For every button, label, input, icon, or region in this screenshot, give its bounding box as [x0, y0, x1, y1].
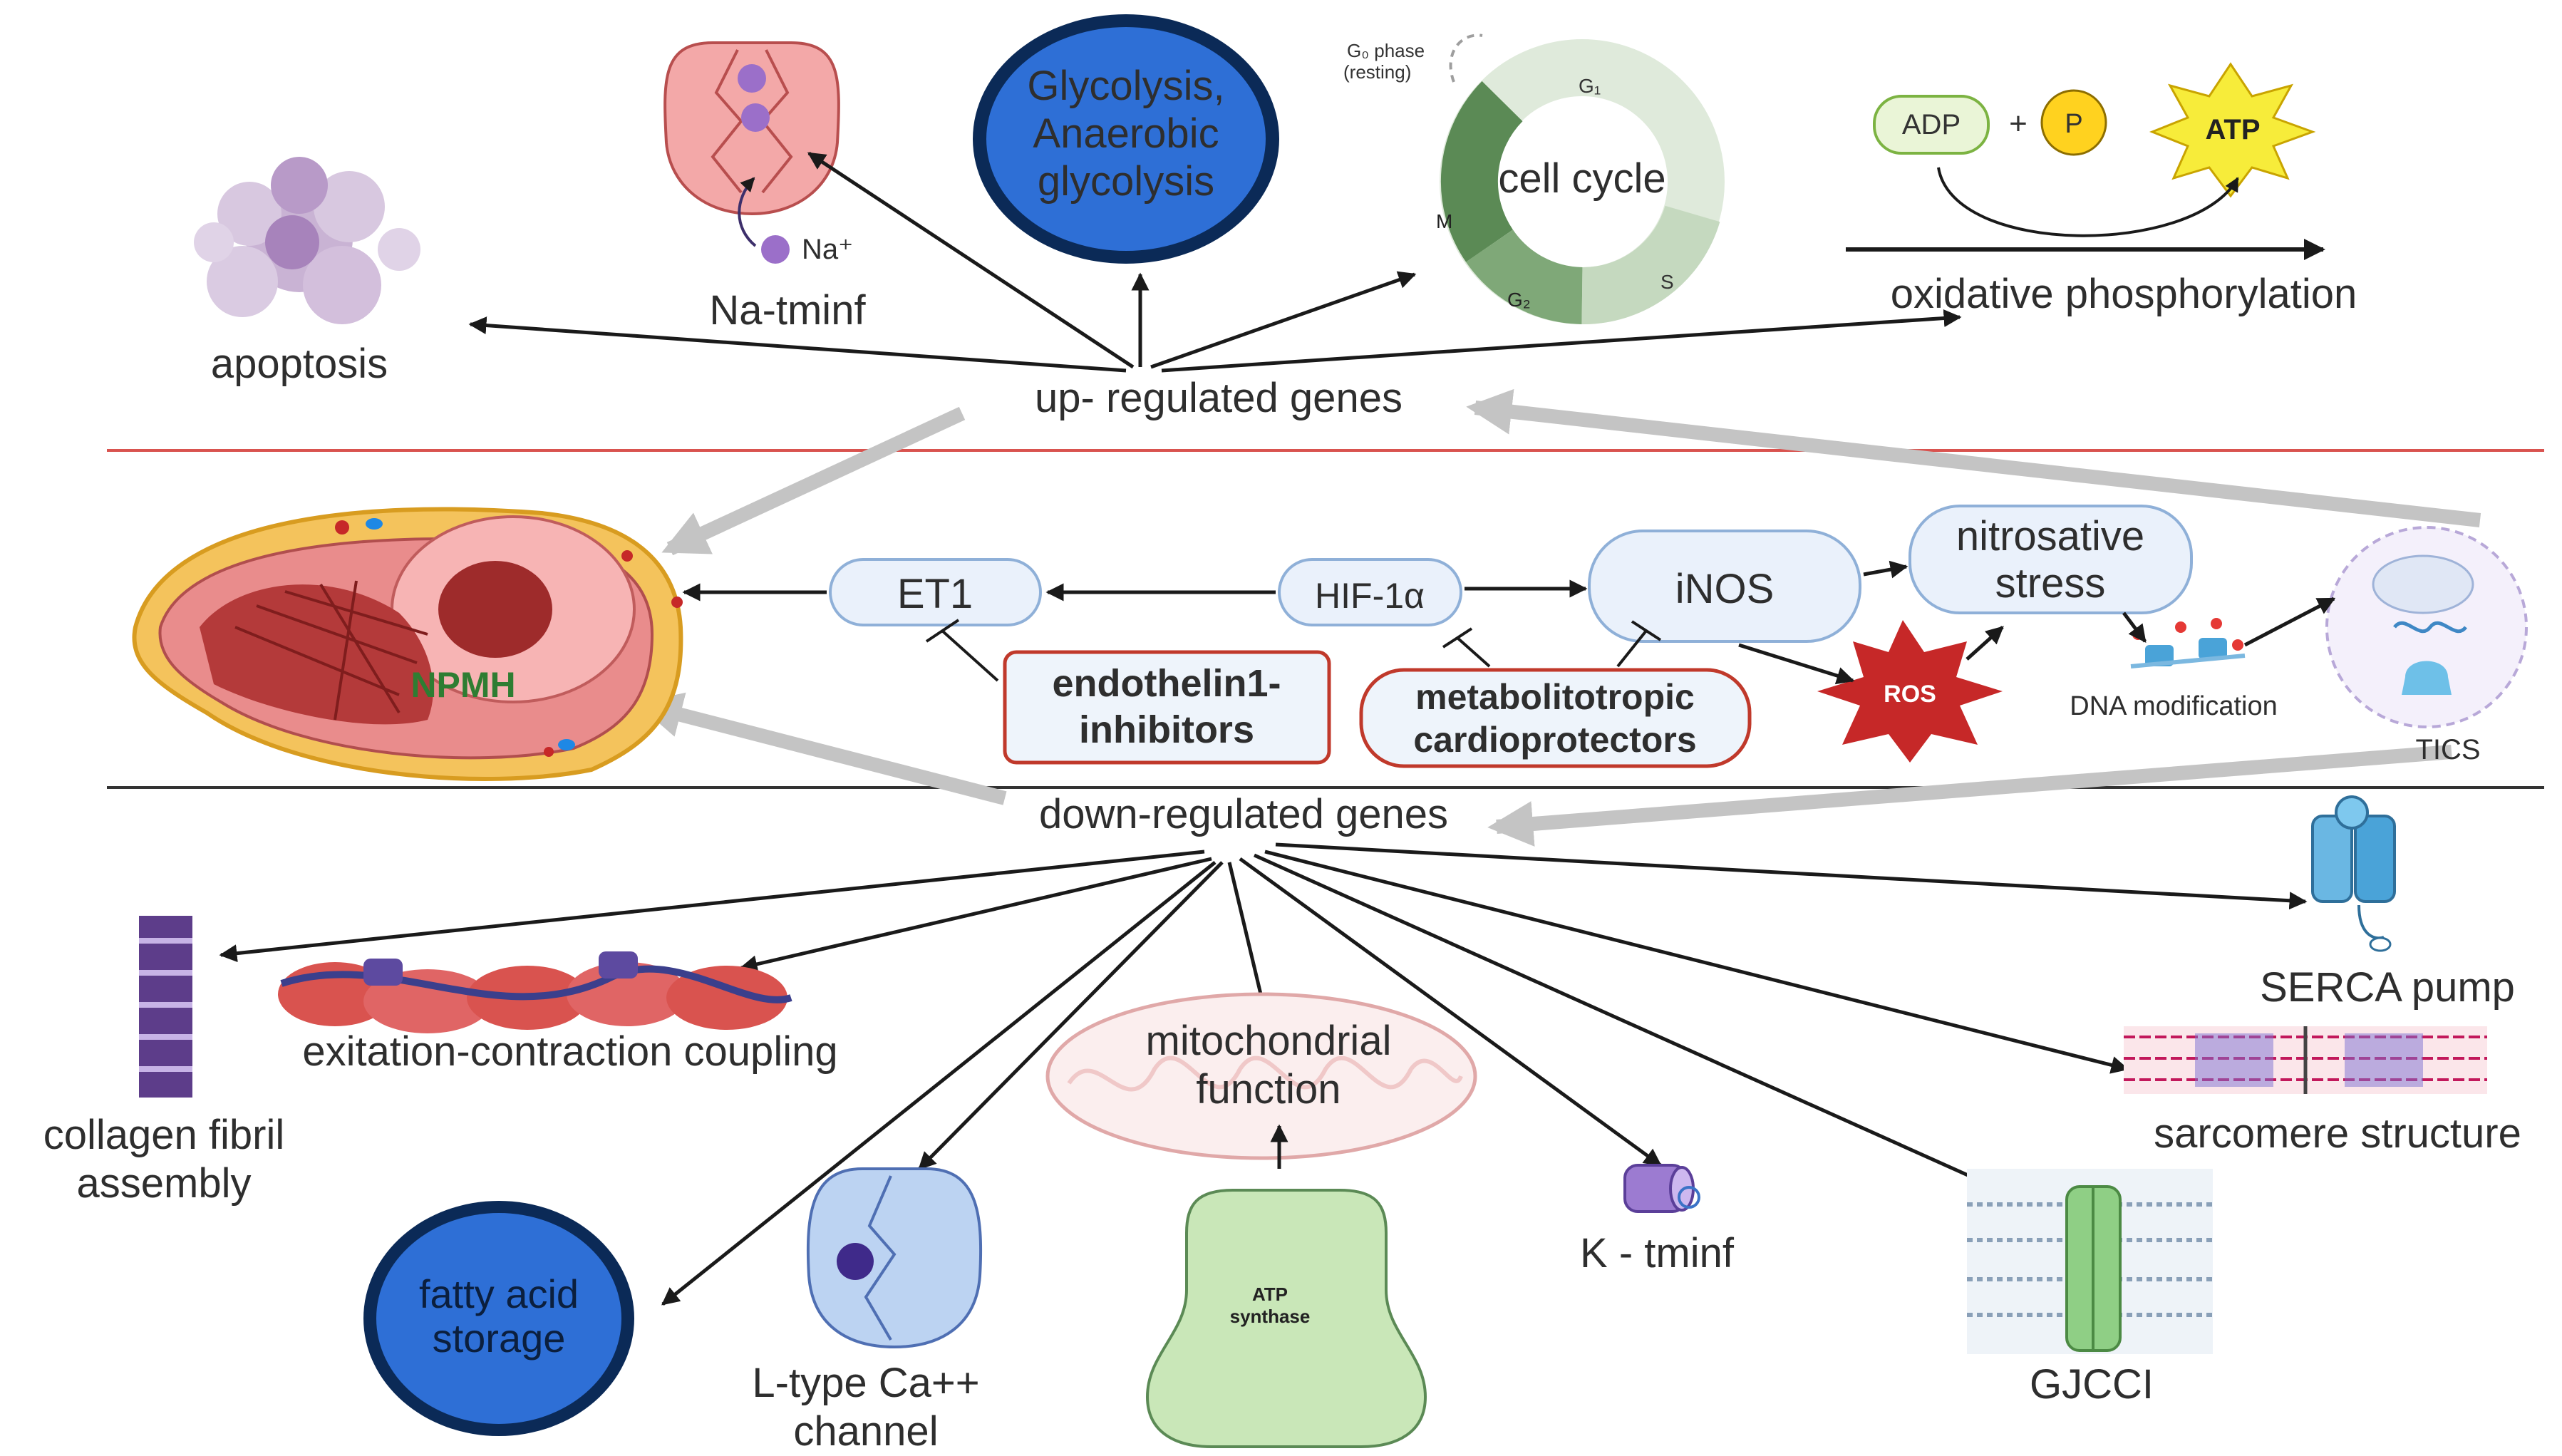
- up-regulated-arrows: [468, 151, 1962, 373]
- hif-node: [1278, 558, 1462, 626]
- et1-label: ET1: [897, 571, 973, 617]
- endothelin-label-2: inhibitors: [1079, 708, 1254, 751]
- inhibition-lines: [925, 619, 1662, 682]
- npmh-label: NPMH: [410, 665, 515, 705]
- na-channel-label: Na-tminf: [709, 287, 866, 334]
- g1-label: G₁: [1579, 75, 1601, 97]
- glycolysis-node: [973, 14, 1279, 264]
- metabolitotropic-label-1: metabolitotropic: [1415, 677, 1695, 717]
- heart-cross-section: [132, 507, 683, 781]
- gray-arrow-tics-to-downregulated: [1487, 745, 2452, 847]
- excitation-contraction-icon: [278, 951, 792, 1033]
- exitation-label: exitation-contraction coupling: [302, 1028, 837, 1075]
- glycolysis-label-1: Glycolysis,: [1027, 63, 1224, 109]
- oxphos-label: oxidative phosphorylation: [1891, 271, 2357, 317]
- adp-label: ADP: [1902, 109, 1961, 140]
- inos-label: iNOS: [1675, 566, 1775, 612]
- ros-burst: [1817, 620, 2003, 763]
- oxphos-icon: [1846, 62, 2325, 260]
- na-ion-label: Na⁺: [802, 234, 853, 265]
- collagen-label-2: assembly: [77, 1160, 252, 1207]
- atp-synthase-icon: [1145, 1189, 1427, 1448]
- middle-arrows: [682, 560, 2336, 685]
- tics-cell-icon: [2325, 526, 2528, 728]
- g0-phase-label-2: (resting): [1343, 61, 1411, 83]
- gray-arrow-down-to-heart: [636, 692, 1007, 805]
- k-channel-label: K - tminf: [1580, 1230, 1735, 1276]
- s-label: S: [1660, 271, 1674, 293]
- metabolitotropic-box: [1359, 668, 1752, 768]
- nitrosative-label-1: nitrosative: [1956, 513, 2144, 559]
- serca-label: SERCA pump: [2260, 964, 2515, 1011]
- atp-synthase-label-1: ATP: [1252, 1284, 1288, 1305]
- ros-label: ROS: [1884, 681, 1936, 708]
- gjcci-label: GJCCI: [2030, 1361, 2154, 1408]
- atp-label: ATP: [2205, 114, 2260, 145]
- hif-label: HIF-1α: [1315, 576, 1425, 616]
- gjcci-icon: [1967, 1169, 2213, 1354]
- et1-node: [829, 558, 1042, 626]
- p-label: P: [2065, 109, 2082, 139]
- l-type-ca-channel-icon: [806, 1167, 983, 1349]
- glycolysis-label-3: glycolysis: [1038, 158, 1214, 205]
- g2-label: G₂: [1507, 289, 1531, 311]
- gray-arrow-up-to-heart: [661, 406, 966, 556]
- nitrosative-label-2: stress: [1995, 560, 2106, 606]
- mito-label-1: mitochondrial: [1146, 1018, 1392, 1064]
- serca-pump-icon: [2311, 795, 2396, 952]
- apoptosis-icon: [194, 157, 420, 324]
- down-regulated-label: down-regulated genes: [1039, 791, 1448, 837]
- dna-modification-label: DNA modification: [2070, 691, 2277, 721]
- inos-node: [1588, 530, 1861, 643]
- cell-cycle-ring: [1440, 33, 1725, 325]
- nitrosative-stress-node: [1908, 505, 2193, 614]
- mitochondria-icon: [1045, 992, 1477, 1160]
- k-channel-icon: [1623, 1164, 1700, 1213]
- apoptosis-label: apoptosis: [211, 341, 388, 387]
- mito-label-2: function: [1196, 1066, 1341, 1112]
- dna-modification-icon: [2130, 618, 2246, 668]
- sarcomere-label: sarcomere structure: [2154, 1110, 2521, 1157]
- l-type-label-2: channel: [793, 1408, 938, 1455]
- metabolitotropic-label-2: cardioprotectors: [1413, 720, 1696, 760]
- fatty-acid-node: [363, 1201, 634, 1436]
- collagen-label-1: collagen fibril: [43, 1112, 285, 1158]
- glycolysis-label-2: Anaerobic: [1033, 110, 1219, 157]
- up-regulated-label: up- regulated genes: [1035, 375, 1403, 421]
- down-regulated-arrows: [219, 842, 2308, 1306]
- tics-label: TICS: [2415, 734, 2480, 765]
- endothelin-label-1: endothelin1-: [1053, 662, 1281, 705]
- gray-arrow-tics-to-upregulated: [1466, 388, 2481, 527]
- l-type-label-1: L-type Ca++: [752, 1360, 979, 1406]
- atp-synthase-label-2: synthase: [1230, 1306, 1311, 1327]
- gray-arrows: [636, 388, 2481, 847]
- plus-label: +: [2009, 106, 2028, 141]
- fatty-acid-label-2: storage: [433, 1316, 566, 1361]
- collagen-fibril-icon: [139, 916, 192, 1098]
- cell-cycle-label: cell cycle: [1498, 155, 1665, 202]
- sarcomere-icon: [2124, 1026, 2487, 1094]
- fatty-acid-label-1: fatty acid: [419, 1271, 579, 1316]
- endothelin-inhibitors-box: [1003, 650, 1331, 765]
- g0-phase-label-1: G₀ phase: [1347, 40, 1425, 61]
- na-channel-icon: [663, 41, 840, 264]
- m-label: M: [1436, 210, 1452, 232]
